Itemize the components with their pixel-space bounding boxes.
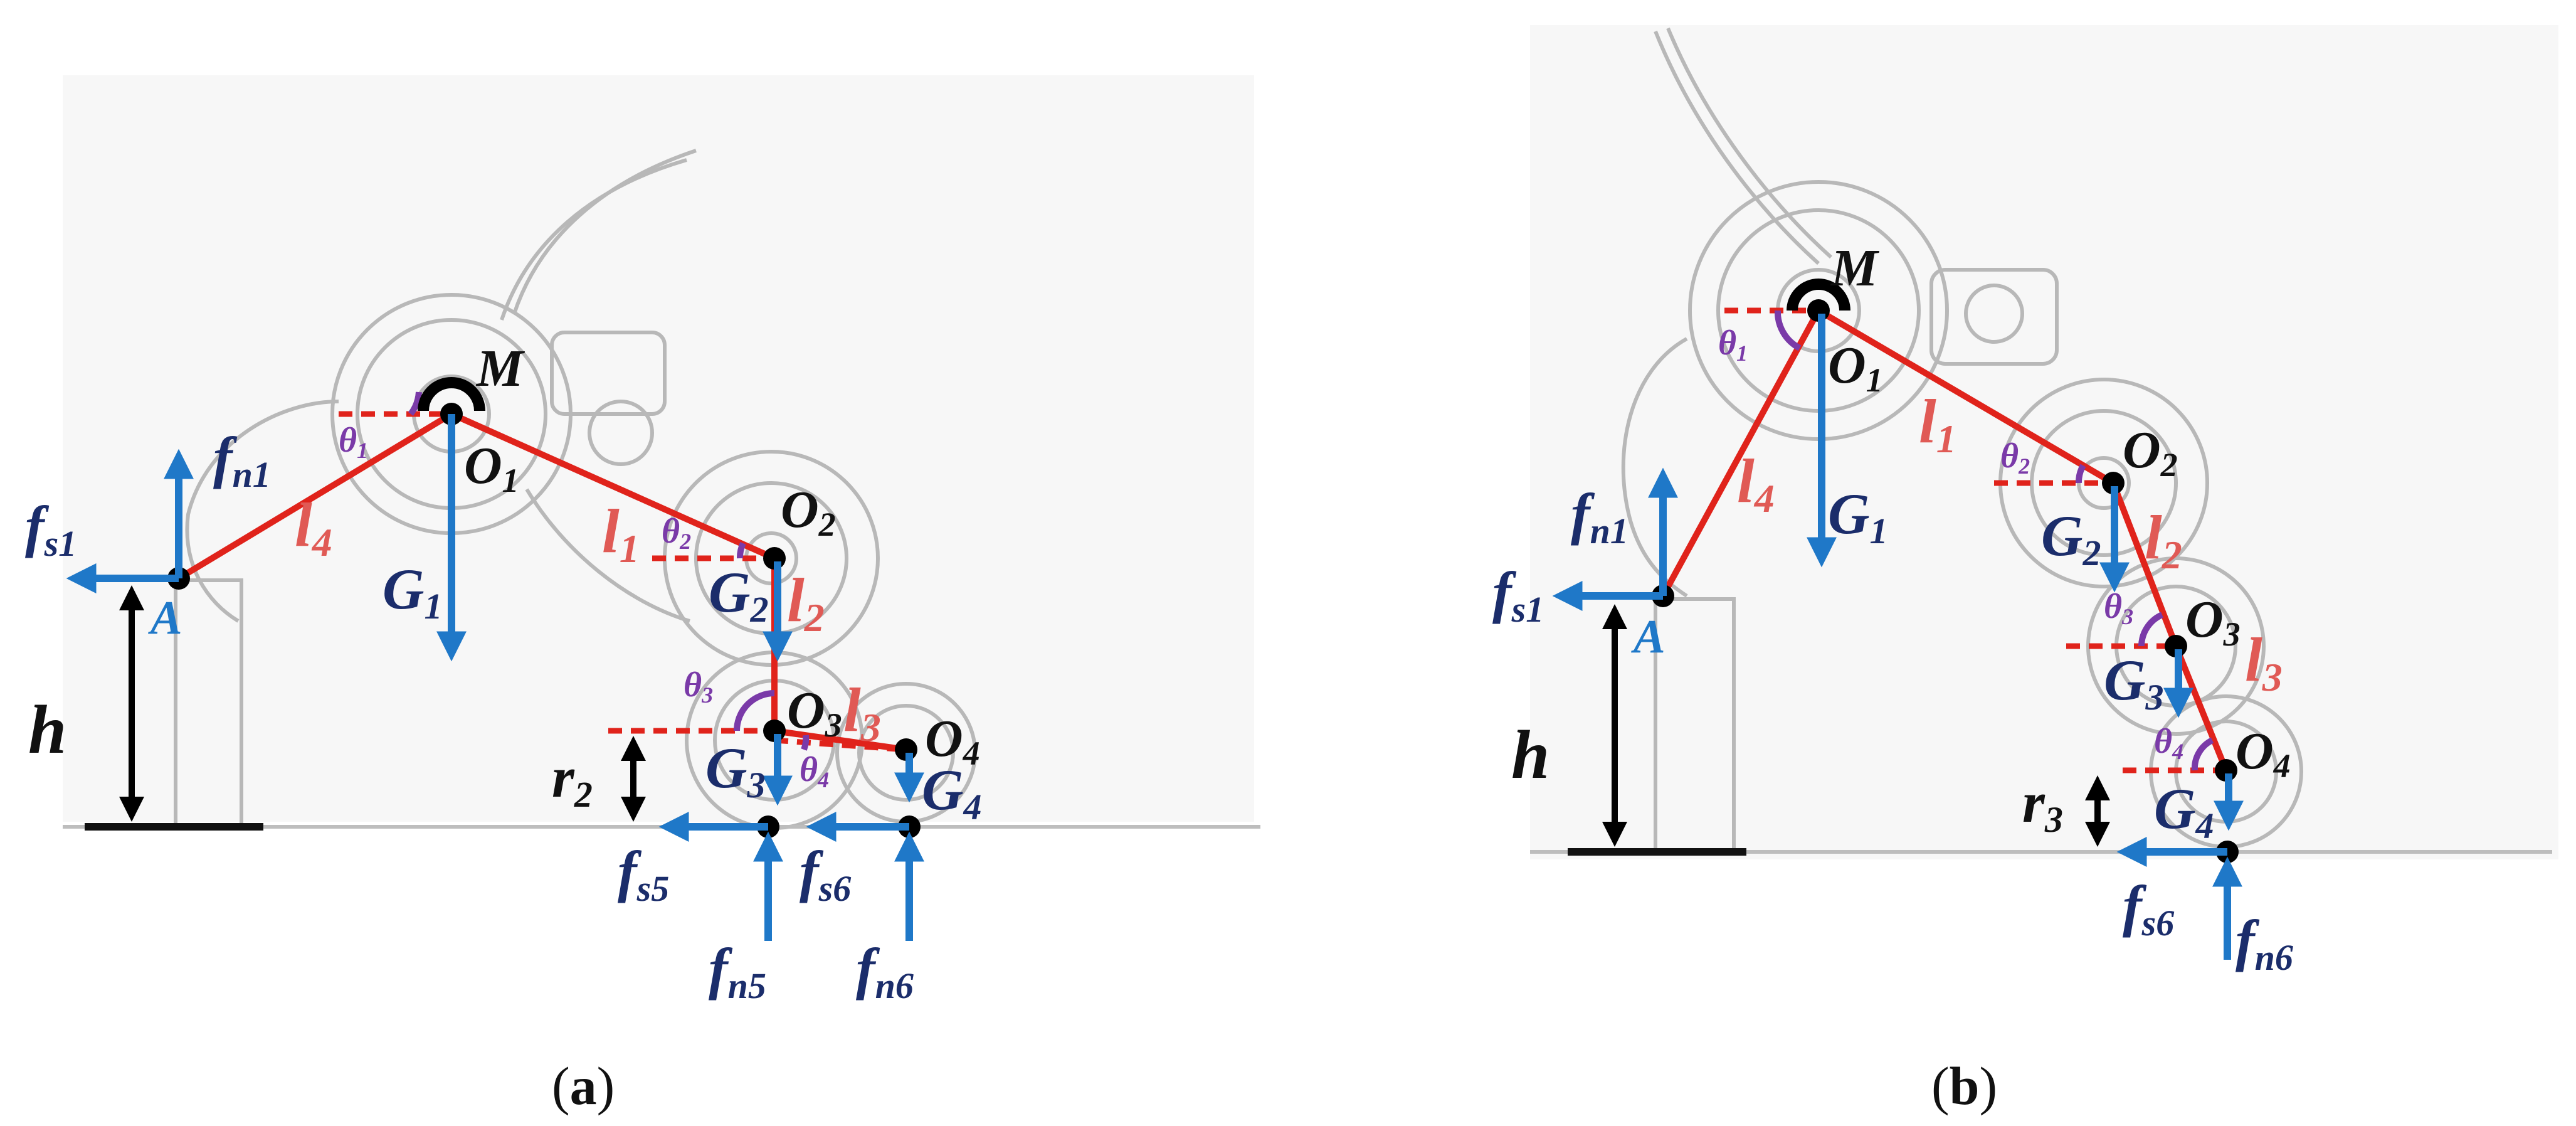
link-l4-b xyxy=(1660,307,1822,599)
link-l3 xyxy=(771,728,909,753)
label-O3-b: O3 xyxy=(2185,590,2241,653)
angle-arc-4 xyxy=(801,735,810,751)
label-fs6: fs6 xyxy=(800,839,851,909)
label-O4-b: O4 xyxy=(2236,722,2291,785)
label-theta3: θ3 xyxy=(684,666,713,708)
label-theta3-b: θ3 xyxy=(2104,587,2133,629)
label-G4: G4 xyxy=(922,758,981,827)
label-O3: O3 xyxy=(787,681,842,744)
caption-a: (a) xyxy=(552,1056,615,1116)
panel-a-backdrop xyxy=(63,75,1254,822)
rear-track xyxy=(185,400,339,623)
label-theta1-b: θ1 xyxy=(1718,324,1748,366)
label-G1-b: G1 xyxy=(1828,482,1887,551)
label-O1-b: O1 xyxy=(1828,336,1883,399)
label-fn1-b: fn1 xyxy=(1571,482,1628,551)
label-G2: G2 xyxy=(709,560,768,630)
angle-arc-1-b xyxy=(1774,310,1802,351)
link-l4 xyxy=(176,411,455,582)
angle-arc-1 xyxy=(408,391,422,417)
motor-housing-b xyxy=(1929,268,2059,366)
label-O2-b: O2 xyxy=(2123,421,2178,484)
panel-b: M O1 O2 O3 O4 A l1 l2 l3 l4 G1 G2 G3 G4 … xyxy=(1492,25,2558,1116)
label-l3-b: l3 xyxy=(2245,625,2283,699)
label-G3-b: G3 xyxy=(2104,648,2163,718)
label-G3: G3 xyxy=(705,736,765,805)
label-l1: l1 xyxy=(602,496,640,571)
label-r: r2 xyxy=(552,745,593,815)
label-G4-b: G4 xyxy=(2154,777,2214,846)
label-O4: O4 xyxy=(925,709,980,772)
tail-arc-b xyxy=(1654,30,1820,265)
under-track xyxy=(525,488,690,623)
joint-O2-b xyxy=(2102,472,2125,494)
label-theta2-b: θ2 xyxy=(2000,437,2030,479)
label-G1: G1 xyxy=(383,557,442,627)
label-O1: O1 xyxy=(464,437,519,499)
link-l2-b xyxy=(2110,480,2179,649)
angle-arc-4-b xyxy=(2191,737,2214,771)
angle-arc-2 xyxy=(737,541,746,559)
moment-arc xyxy=(418,377,485,412)
link-l3-b xyxy=(2173,643,2229,773)
label-theta4: θ4 xyxy=(800,750,829,792)
label-A: A xyxy=(148,592,182,644)
label-A-b: A xyxy=(1631,610,1665,663)
label-l2-b: l2 xyxy=(2145,502,2182,577)
label-h: h xyxy=(28,691,66,768)
link-l1 xyxy=(448,411,778,561)
label-fs5: fs5 xyxy=(618,839,669,909)
label-M-b: M xyxy=(1830,239,1880,297)
label-fn6: fn6 xyxy=(856,937,914,1006)
panel-a: M O1 O2 O3 O4 A l1 l2 l3 l4 G1 G2 G3 G4 … xyxy=(25,75,1260,1116)
moment-arc-b xyxy=(1787,279,1850,311)
label-l2: l2 xyxy=(787,565,825,640)
label-fn6-b: fn6 xyxy=(2236,908,2293,978)
label-h-b: h xyxy=(1511,716,1549,793)
angle-arc-3-b xyxy=(2138,612,2164,647)
motor-housing xyxy=(550,331,667,416)
label-theta1: θ1 xyxy=(339,421,368,463)
label-l4-b: l4 xyxy=(1737,446,1775,521)
label-O2: O2 xyxy=(781,481,836,543)
label-G2-b: G2 xyxy=(2041,504,2101,573)
caption-b: (b) xyxy=(1931,1056,1997,1116)
wheel-3-b xyxy=(2086,556,2266,736)
label-l3: l3 xyxy=(843,675,881,750)
label-fn5: fn5 xyxy=(709,937,766,1006)
angle-arc-3 xyxy=(734,690,775,731)
label-l4: l4 xyxy=(295,490,332,565)
label-r-b: r3 xyxy=(2022,770,2063,840)
angle-arc-2-b xyxy=(2076,464,2086,484)
label-theta2: θ2 xyxy=(662,512,691,554)
label-fs6-b: fs6 xyxy=(2123,874,2174,943)
label-M: M xyxy=(475,339,525,398)
link-l1-b xyxy=(1815,307,2116,486)
label-l1-b: l1 xyxy=(1919,386,1956,461)
tail-arc xyxy=(512,149,697,314)
label-theta4-b: θ4 xyxy=(2154,722,2183,764)
